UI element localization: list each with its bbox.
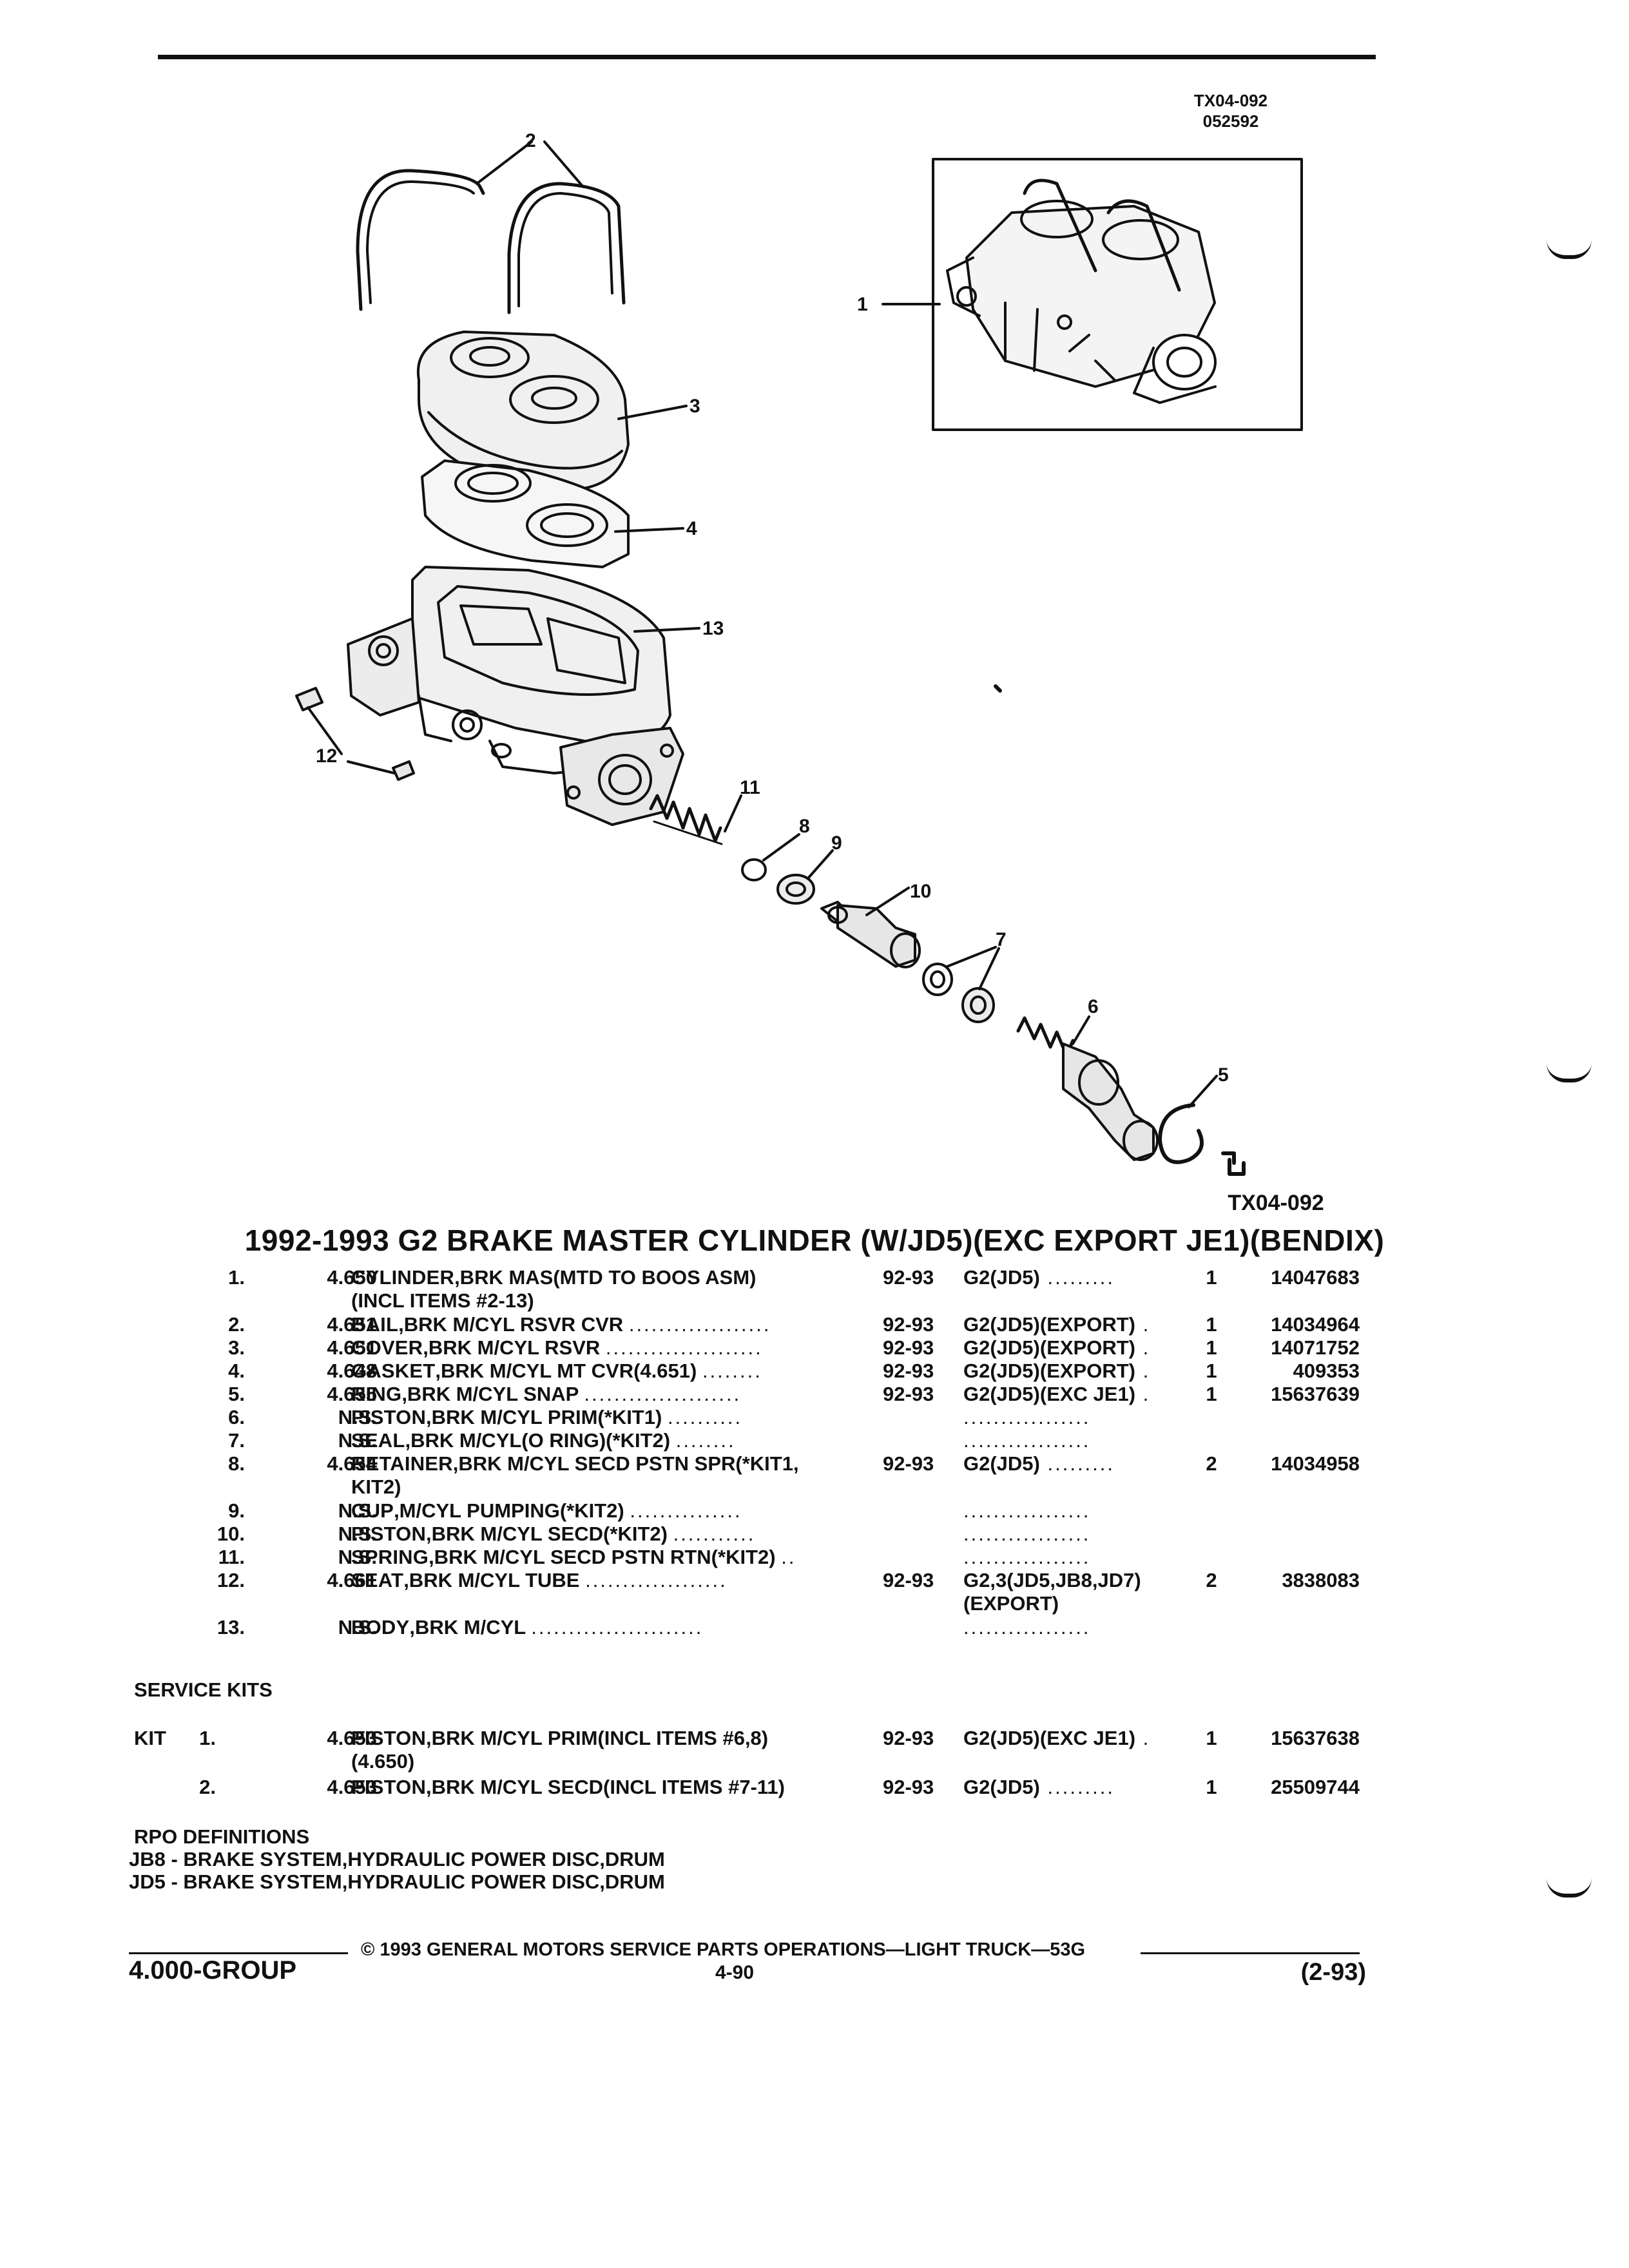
diagram-reference-code: TX04-092 bbox=[1228, 1191, 1324, 1215]
callout-line-11 bbox=[724, 794, 742, 832]
callout-line-5 bbox=[1188, 1075, 1218, 1108]
callout-line-10 bbox=[865, 887, 910, 916]
callout-line-2b bbox=[543, 140, 584, 188]
o-ring-seals bbox=[922, 963, 995, 1023]
rpo-definition: JB8 - BRAKE SYSTEM,HYDRAULIC POWER DISC,… bbox=[129, 1848, 665, 1870]
inset-flange bbox=[1152, 334, 1217, 390]
pumping-cup bbox=[776, 874, 815, 905]
callout-line-12a bbox=[307, 706, 343, 755]
callout-line-12b bbox=[347, 760, 396, 774]
cover-gasket bbox=[421, 459, 630, 568]
inset-bail bbox=[1023, 178, 1181, 292]
revision-symbol bbox=[1221, 1151, 1246, 1176]
footer-rule-left bbox=[129, 1952, 348, 1954]
bail-pair bbox=[356, 169, 626, 314]
body-flange bbox=[559, 727, 684, 826]
table-row: 7. N.S. SEAL,BRK M/CYL(O RING)(*KIT2) ..… bbox=[228, 1429, 1091, 1452]
callout-line-6 bbox=[1072, 1015, 1090, 1045]
table-row: 6. N.S. PISTON,BRK M/CYL PRIM(*KIT1) ...… bbox=[228, 1406, 1091, 1428]
callout-9: 9 bbox=[831, 832, 842, 854]
callout-line-8 bbox=[762, 833, 800, 861]
callout-line-3 bbox=[617, 405, 688, 420]
footer-revision-date: (2-93) bbox=[1300, 1959, 1366, 1986]
callout-7: 7 bbox=[996, 929, 1007, 950]
table-row: 11. N.S. SPRING,BRK M/CYL SECD PSTN RTN(… bbox=[218, 1546, 1091, 1568]
table-row: 12. 4.661 SEAT,BRK M/CYL TUBE ..........… bbox=[217, 1569, 1360, 1615]
table-row: 8. 4.654 RETAINER,BRK M/CYL SECD PSTN SP… bbox=[228, 1452, 1360, 1498]
rpo-definition: JD5 - BRAKE SYSTEM,HYDRAULIC POWER DISC,… bbox=[129, 1870, 665, 1893]
kit-label: KIT bbox=[134, 1727, 166, 1749]
top-rule bbox=[158, 55, 1376, 59]
callout-line-7a bbox=[946, 946, 997, 968]
binder-hook bbox=[1547, 1063, 1592, 1082]
callout-line-7b bbox=[978, 947, 1000, 990]
return-spring bbox=[649, 794, 723, 845]
spring-retainer bbox=[741, 858, 767, 881]
inset-reservoir-body bbox=[965, 205, 1216, 388]
page-title: 1992-1993 G2 BRAKE MASTER CYLINDER (W/JD… bbox=[244, 1224, 1385, 1257]
table-row: 1. 4.650 CYLINDER,BRK MAS(MTD TO BOOS AS… bbox=[228, 1266, 1360, 1312]
binder-hook bbox=[1547, 240, 1592, 259]
table-row: KIT 1. 4.653 PISTON,BRK M/CYL PRIM(INCL … bbox=[134, 1727, 1360, 1773]
assembly-inset bbox=[932, 158, 1303, 431]
callout-13: 13 bbox=[702, 618, 724, 639]
inset-cap-left bbox=[1020, 200, 1094, 238]
cylinder-body bbox=[347, 566, 684, 826]
inset-cap-right bbox=[1102, 219, 1179, 260]
table-row: 3. 4.651 COVER,BRK M/CYL RSVR ..........… bbox=[228, 1336, 1360, 1359]
footer-rule-right bbox=[1141, 1952, 1360, 1954]
callout-3: 3 bbox=[689, 396, 700, 417]
rpo-heading: RPO DEFINITIONS bbox=[134, 1825, 310, 1848]
table-row: 9. N.S. CUP,M/CYL PUMPING(*KIT2) .......… bbox=[228, 1499, 1091, 1522]
table-row: 10. N.S. PISTON,BRK M/CYL SECD(*KIT2) ..… bbox=[217, 1523, 1091, 1545]
table-row: 5. 4.655 RING,BRK M/CYL SNAP ...........… bbox=[228, 1383, 1360, 1405]
callout-line-4 bbox=[614, 527, 684, 533]
reservoir-cover bbox=[416, 331, 630, 491]
callout-line-13 bbox=[633, 627, 700, 633]
inset-outlet bbox=[1068, 334, 1116, 381]
reference-date: 052592 bbox=[1202, 111, 1259, 131]
table-row: 4. 4.648 GASKET,BRK M/CYL MT CVR(4.651) … bbox=[228, 1360, 1360, 1382]
table-row: 2. 4.651 BAIL,BRK M/CYL RSVR CVR .......… bbox=[228, 1313, 1360, 1336]
inset-frame bbox=[932, 158, 1303, 431]
reference-block: TX04-092 052592 bbox=[1173, 90, 1289, 131]
secondary-piston bbox=[820, 901, 921, 968]
callout-10: 10 bbox=[910, 881, 931, 902]
footer-copyright: © 1993 GENERAL MOTORS SERVICE PARTS OPER… bbox=[361, 1939, 1086, 1960]
callout-12: 12 bbox=[316, 745, 337, 767]
exploded-diagram: 1 2 3 4 5 6 7 8 9 10 11 12 13 bbox=[295, 130, 1303, 1176]
callout-6: 6 bbox=[1088, 996, 1099, 1017]
binder-hook bbox=[1547, 1878, 1592, 1898]
tube-seats bbox=[295, 687, 415, 781]
callout-1: 1 bbox=[857, 294, 868, 315]
callout-5: 5 bbox=[1218, 1064, 1229, 1086]
callout-11: 11 bbox=[740, 777, 760, 798]
callout-2: 2 bbox=[525, 130, 536, 151]
snap-ring bbox=[1158, 1103, 1204, 1164]
reference-code: TX04-092 bbox=[1193, 91, 1268, 110]
callout-8: 8 bbox=[799, 816, 810, 837]
footer-page-number: 4-90 bbox=[715, 1962, 755, 1983]
callout-line-2a bbox=[476, 140, 533, 185]
table-row: 13. N.S. BODY,BRK M/CYL ................… bbox=[217, 1616, 1091, 1639]
service-kits-heading: SERVICE KITS bbox=[134, 1678, 273, 1701]
callout-line-9 bbox=[807, 849, 834, 879]
footer-group: 4.000-GROUP bbox=[129, 1956, 297, 1984]
table-row: 2. 4.653 PISTON,BRK M/CYL SECD(INCL ITEM… bbox=[199, 1776, 1360, 1798]
primary-piston bbox=[1016, 1016, 1159, 1161]
callout-4: 4 bbox=[686, 518, 697, 539]
